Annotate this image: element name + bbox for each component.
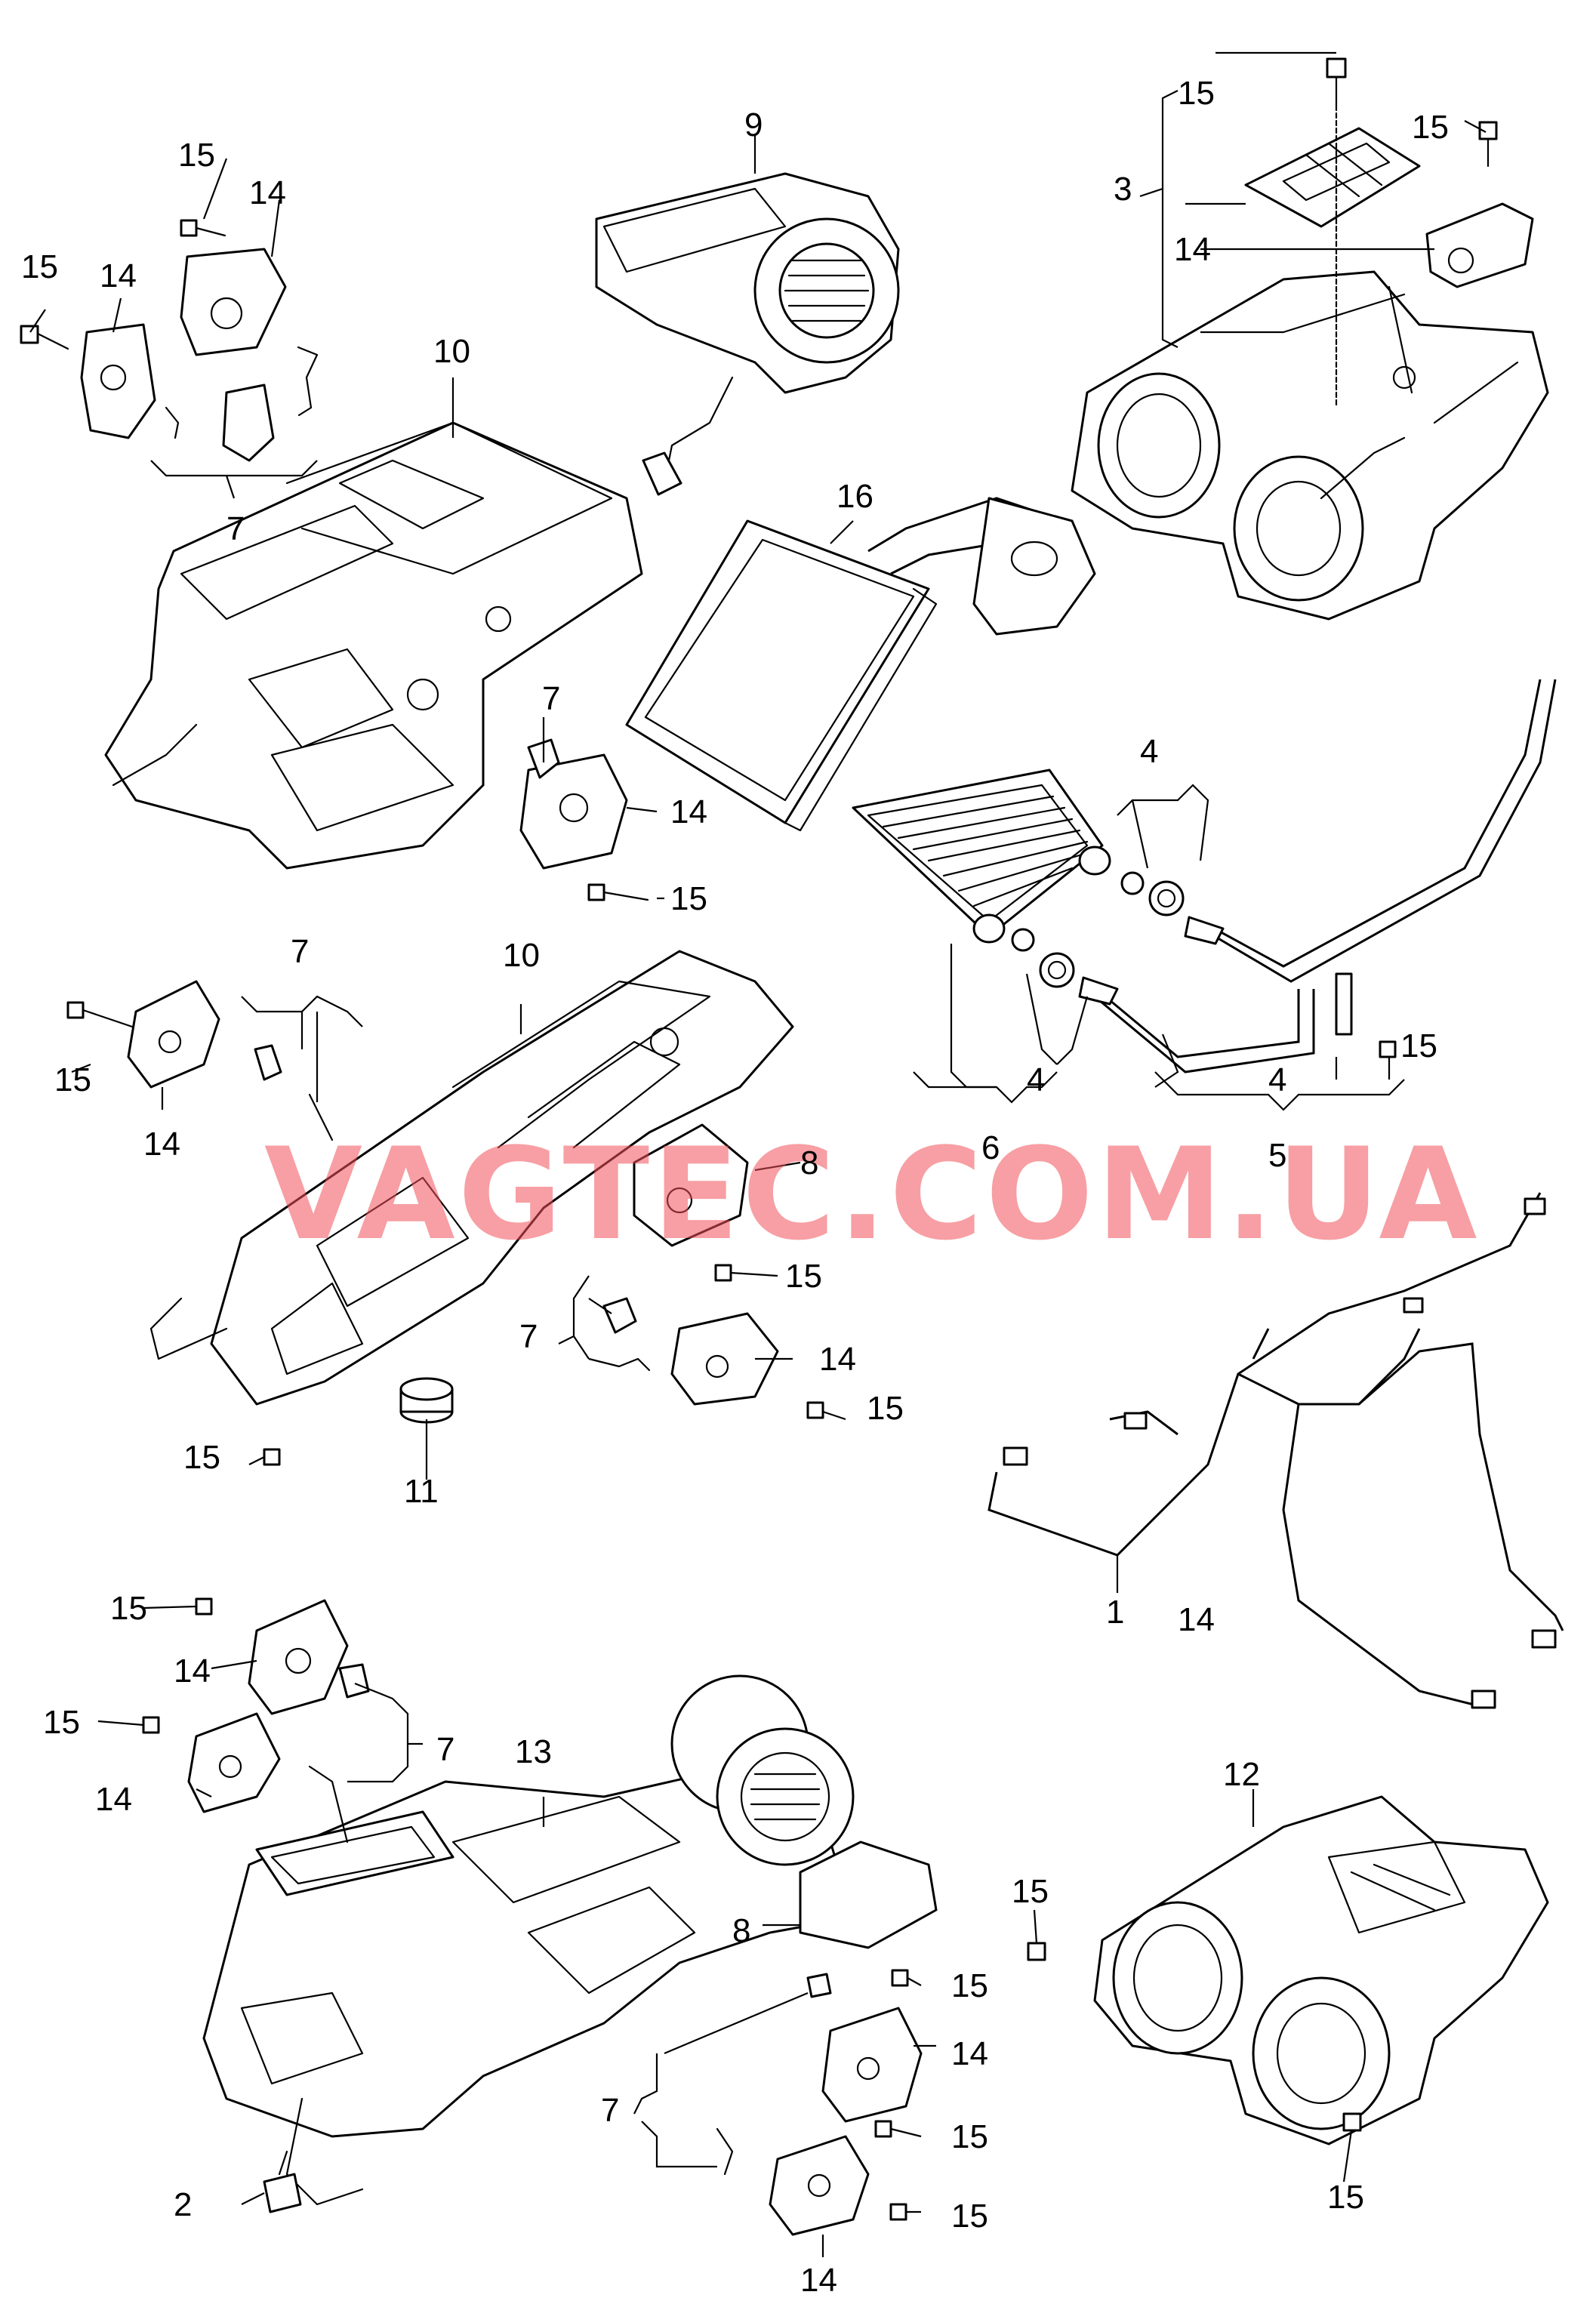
callout-15: 15 bbox=[951, 2118, 988, 2155]
callout-15: 15 bbox=[110, 1590, 147, 1627]
callout-4: 4 bbox=[1140, 733, 1158, 770]
climate-unit-lower bbox=[202, 1674, 855, 2206]
actuator-motor bbox=[633, 1123, 779, 1406]
rubber-mount bbox=[399, 1377, 454, 1424]
callout-7: 7 bbox=[291, 933, 309, 970]
callout-10: 10 bbox=[433, 333, 470, 370]
rear-heat-exchanger bbox=[852, 769, 1111, 944]
callout-15: 15 bbox=[1327, 2179, 1364, 2216]
blower-regulator bbox=[799, 1840, 938, 1949]
callout-15: 15 bbox=[183, 1439, 220, 1476]
callout-15: 15 bbox=[178, 137, 215, 174]
heater-core bbox=[625, 497, 1096, 832]
callout-13: 13 bbox=[515, 1733, 552, 1770]
callout-7: 7 bbox=[542, 680, 560, 717]
watermark-text: VAGTEC.COM.UA bbox=[264, 1120, 1480, 1268]
callout-15: 15 bbox=[54, 1061, 91, 1098]
callout-8: 8 bbox=[732, 1912, 750, 1949]
servo-lever bbox=[165, 346, 319, 462]
leader-lines bbox=[29, 51, 1487, 2257]
actuator-motor bbox=[80, 323, 156, 439]
actuator-motor bbox=[180, 248, 287, 356]
callout-4: 4 bbox=[1027, 1061, 1045, 1098]
wiring-harness bbox=[987, 1192, 1564, 1709]
callout-3: 3 bbox=[1114, 171, 1132, 208]
callout-15: 15 bbox=[670, 880, 707, 917]
callout-7: 7 bbox=[601, 2092, 619, 2129]
callout-14: 14 bbox=[249, 174, 286, 211]
callout-15: 15 bbox=[43, 1704, 80, 1741]
callout-7: 7 bbox=[226, 510, 245, 547]
callout-14: 14 bbox=[951, 2035, 988, 2072]
callout-12: 12 bbox=[1223, 1756, 1260, 1793]
callout-15: 15 bbox=[951, 2198, 988, 2235]
air-distribution-housing bbox=[1071, 270, 1549, 621]
callout-14: 14 bbox=[100, 257, 137, 294]
bolt bbox=[263, 1264, 824, 1466]
callout-15: 15 bbox=[1178, 75, 1215, 112]
callout-2: 2 bbox=[174, 2186, 192, 2223]
callout-14: 14 bbox=[174, 1653, 211, 1690]
bolt bbox=[142, 1597, 909, 2221]
callout-15: 15 bbox=[867, 1390, 904, 1427]
callout-11: 11 bbox=[404, 1473, 439, 1510]
callout-15: 15 bbox=[1400, 1027, 1437, 1064]
callout-10: 10 bbox=[503, 937, 540, 974]
bolt bbox=[1326, 57, 1498, 409]
servo-lever bbox=[254, 1044, 651, 1372]
seal-ring bbox=[1011, 871, 1185, 988]
heater-housing-top bbox=[104, 421, 643, 870]
temperature-sensor bbox=[263, 2150, 302, 2213]
bolt bbox=[20, 219, 226, 350]
heater-housing-rear bbox=[149, 950, 794, 1406]
callout-14: 14 bbox=[1174, 231, 1211, 268]
air-distribution-housing-lower bbox=[1027, 1795, 1549, 2145]
callout-15: 15 bbox=[1412, 109, 1449, 146]
callout-15: 15 bbox=[1012, 1873, 1049, 1910]
callout-9: 9 bbox=[744, 106, 763, 143]
actuator-motor bbox=[187, 1599, 923, 2236]
callout-14: 14 bbox=[670, 793, 707, 830]
callout-14: 14 bbox=[819, 1341, 856, 1378]
callout-14: 14 bbox=[143, 1126, 180, 1163]
callout-4: 4 bbox=[1268, 1061, 1286, 1098]
callout-14: 14 bbox=[1178, 1601, 1215, 1638]
actuator-motor bbox=[1425, 202, 1534, 288]
actuator-motor bbox=[519, 738, 649, 901]
callout-5: 5 bbox=[1268, 1137, 1286, 1174]
callouts: 1 2 3 4 4 4 5 6 7 7 7 7 7 7 8 8 9 10 10 … bbox=[21, 75, 1449, 2299]
callout-8: 8 bbox=[800, 1144, 818, 1181]
servo-lever bbox=[308, 1663, 832, 2176]
callout-14: 14 bbox=[95, 1781, 132, 1818]
callout-15: 15 bbox=[951, 1967, 988, 2004]
coolant-pipes bbox=[1078, 679, 1557, 1073]
callout-15: 15 bbox=[21, 248, 58, 285]
cover-plate bbox=[1244, 127, 1421, 228]
callout-14: 14 bbox=[800, 2262, 837, 2299]
callout-7: 7 bbox=[436, 1731, 454, 1768]
callout-1: 1 bbox=[1106, 1594, 1124, 1631]
blower-unit bbox=[595, 172, 900, 496]
callout-16: 16 bbox=[837, 478, 873, 515]
callout-7: 7 bbox=[519, 1318, 538, 1355]
callout-6: 6 bbox=[981, 1129, 1000, 1166]
actuator-motor bbox=[66, 980, 220, 1089]
callout-15: 15 bbox=[785, 1258, 822, 1295]
